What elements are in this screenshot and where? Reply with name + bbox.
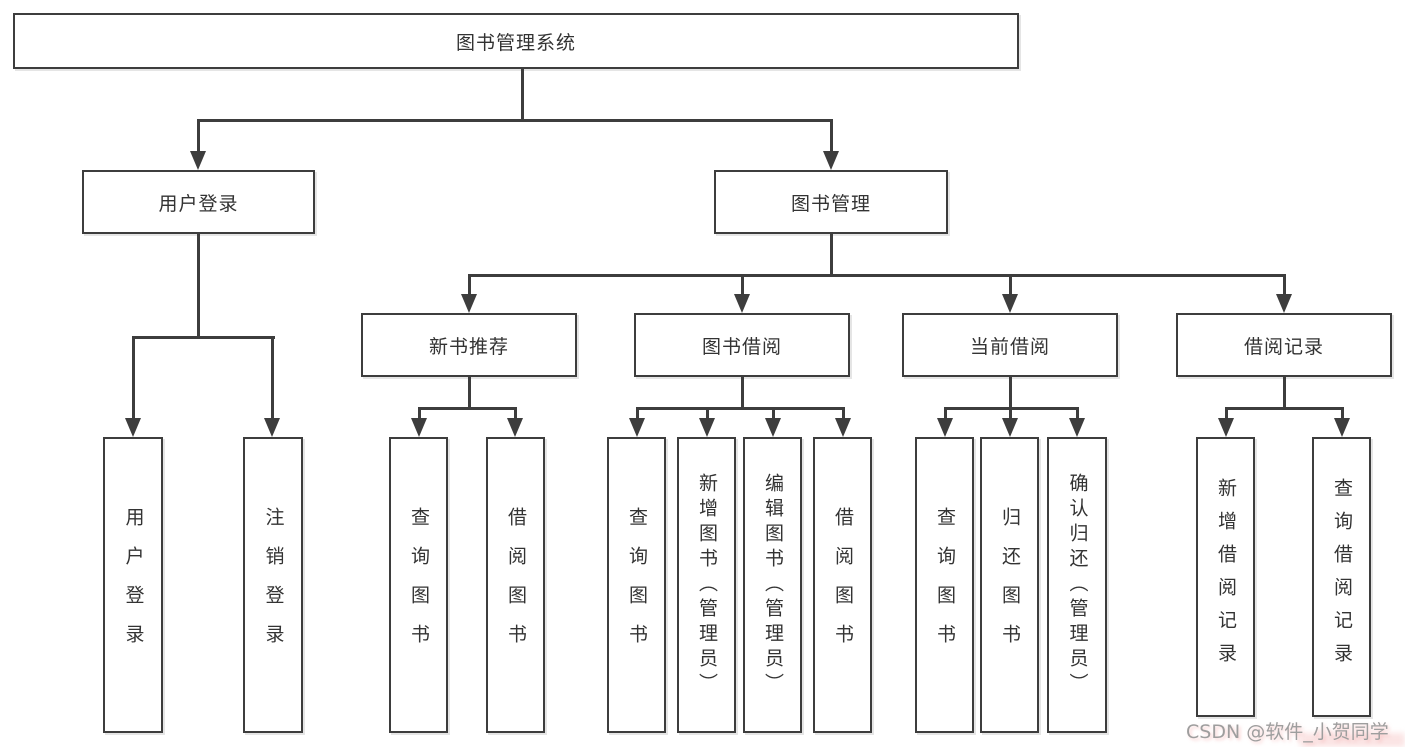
connector-current-borrow-stem: [1009, 377, 1012, 409]
arrow-leaf-login: [125, 418, 141, 437]
connector-drop-bb-edit: [772, 407, 775, 421]
connector-drop-cb-query: [944, 407, 947, 421]
connector-drop-leaf-logout: [271, 336, 274, 420]
node-leaf-nb-borrow-books: 借阅图书: [486, 437, 545, 733]
arrow-borrow-records: [1276, 294, 1292, 313]
connector-drop-cb-confirm: [1076, 407, 1079, 421]
connector-drop-bb-query: [636, 407, 639, 421]
node-new-book-recommend: 新书推荐: [361, 313, 577, 377]
connector-drop-bb-add: [706, 407, 709, 421]
connector-drop-borrow-records: [1283, 274, 1286, 298]
node-leaf-bb-borrow-books: 借阅图书: [813, 437, 872, 733]
arrow-user-login: [190, 151, 206, 170]
arrow-current-borrow: [1002, 294, 1018, 313]
node-current-borrow-label: 当前借阅: [969, 335, 1050, 358]
node-leaf-nb-borrow-books-label: 借阅图书: [505, 507, 527, 663]
node-current-borrow: 当前借阅: [902, 313, 1118, 377]
connector-borrow-records-stem: [1283, 377, 1286, 409]
node-leaf-bb-add-books: 新增图书（管理员）: [677, 437, 736, 733]
node-book-management-label: 图书管理: [790, 192, 871, 215]
arrow-nb-query: [411, 418, 427, 437]
connector-drop-book-borrow: [741, 274, 744, 298]
node-leaf-br-add-record-label: 新增借阅记录: [1215, 478, 1237, 676]
node-root-label: 图书管理系统: [455, 31, 576, 54]
node-leaf-bb-add-books-label: 新增图书（管理员）: [696, 472, 718, 698]
node-leaf-cb-query-books-label: 查询图书: [934, 507, 956, 663]
arrow-new-book: [461, 294, 477, 313]
node-leaf-bb-borrow-books-label: 借阅图书: [832, 507, 854, 663]
connector-book-borrow-stem: [741, 377, 744, 409]
connector-book-borrow-bar: [636, 407, 845, 410]
node-leaf-logout: 注销登录: [243, 437, 303, 733]
node-leaf-br-query-record-label: 查询借阅记录: [1331, 478, 1353, 676]
node-user-login: 用户登录: [82, 170, 315, 234]
connector-drop-leaf-login: [132, 336, 135, 420]
node-leaf-user-login: 用户登录: [103, 437, 163, 733]
node-book-borrow: 图书借阅: [634, 313, 850, 377]
node-leaf-cb-query-books: 查询图书: [915, 437, 974, 733]
watermark-glow: [1300, 733, 1405, 747]
node-leaf-user-login-label: 用户登录: [122, 507, 145, 663]
arrow-br-query: [1334, 418, 1350, 437]
arrow-cb-query: [937, 418, 953, 437]
node-book-borrow-label: 图书借阅: [701, 335, 782, 358]
connector-user-login-stem: [197, 234, 200, 338]
connector-drop-book-mgmt: [830, 119, 833, 157]
node-leaf-bb-edit-books-label: 编辑图书（管理员）: [762, 472, 784, 698]
arrow-cb-confirm: [1069, 418, 1085, 437]
node-leaf-cb-confirm-return-label: 确认归还（管理员）: [1066, 472, 1089, 698]
connector-level2-bar: [468, 274, 1286, 277]
node-leaf-bb-query-books-label: 查询图书: [626, 507, 648, 663]
connector-drop-br-add: [1225, 407, 1228, 421]
connector-drop-bb-borrow: [842, 407, 845, 421]
node-new-book-recommend-label: 新书推荐: [428, 335, 509, 358]
connector-drop-new-book: [468, 274, 471, 298]
connector-drop-nb-query: [418, 407, 421, 421]
arrow-book-borrow: [734, 294, 750, 313]
connector-drop-br-query: [1341, 407, 1344, 421]
connector-drop-current-borrow: [1009, 274, 1012, 298]
node-leaf-cb-confirm-return: 确认归还（管理员）: [1047, 437, 1107, 733]
node-leaf-br-add-record: 新增借阅记录: [1196, 437, 1255, 717]
node-user-login-label: 用户登录: [158, 192, 239, 215]
connector-root-stem: [521, 69, 524, 121]
connector-borrow-records-bar: [1225, 407, 1344, 410]
node-leaf-br-query-record: 查询借阅记录: [1312, 437, 1371, 717]
connector-drop-cb-return: [1009, 407, 1012, 421]
node-leaf-cb-return-books-label: 归还图书: [999, 507, 1021, 663]
connector-new-book-bar: [418, 407, 517, 410]
connector-drop-user-login: [197, 119, 200, 157]
connector-level1-bar: [197, 119, 833, 122]
arrow-bb-add: [699, 418, 715, 437]
node-leaf-bb-edit-books: 编辑图书（管理员）: [743, 437, 802, 733]
arrow-bb-query: [629, 418, 645, 437]
arrow-cb-return: [1002, 418, 1018, 437]
arrow-bb-borrow: [835, 418, 851, 437]
connector-user-login-bar: [132, 336, 275, 339]
node-root: 图书管理系统: [13, 13, 1019, 69]
node-borrow-records-label: 借阅记录: [1243, 335, 1324, 358]
arrow-nb-borrow: [507, 418, 523, 437]
connector-drop-nb-borrow: [514, 407, 517, 421]
arrow-leaf-logout: [264, 418, 280, 437]
node-leaf-nb-query-books: 查询图书: [389, 437, 448, 733]
node-leaf-logout-label: 注销登录: [262, 507, 285, 663]
node-leaf-bb-query-books: 查询图书: [607, 437, 666, 733]
arrow-bb-edit: [765, 418, 781, 437]
watermark: CSDN @软件_小贺同学: [1186, 721, 1389, 743]
connector-new-book-stem: [468, 377, 471, 409]
arrow-br-add: [1218, 418, 1234, 437]
node-leaf-cb-return-books: 归还图书: [980, 437, 1039, 733]
node-book-management: 图书管理: [714, 170, 948, 234]
node-borrow-records: 借阅记录: [1176, 313, 1392, 377]
arrow-book-mgmt: [823, 151, 839, 170]
connector-book-mgmt-stem: [830, 234, 833, 277]
node-leaf-nb-query-books-label: 查询图书: [408, 507, 430, 663]
